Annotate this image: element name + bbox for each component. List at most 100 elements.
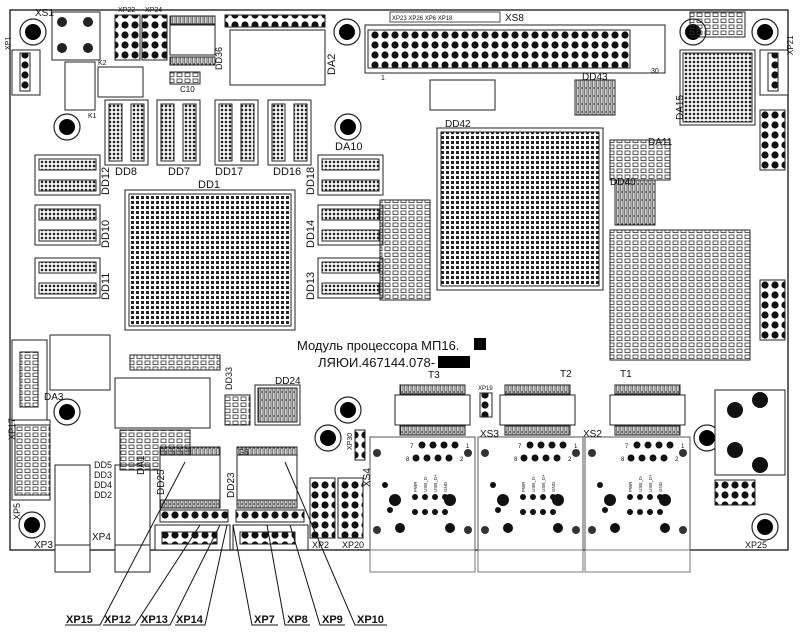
xp19-header xyxy=(479,392,493,418)
jack-pin-number: 2 xyxy=(568,457,572,463)
right-header-2 xyxy=(759,279,786,341)
jack-mount-pin xyxy=(444,494,456,506)
mounting-hole xyxy=(18,511,46,539)
da2-module xyxy=(229,29,326,86)
dd8-balls-right xyxy=(130,103,145,162)
jack-mount-pin xyxy=(503,523,513,533)
dd10-balls-bottom xyxy=(38,229,97,242)
t1-pins-bottom xyxy=(614,425,681,436)
xp4-stub xyxy=(114,544,151,573)
refdes-dd1: DD1 xyxy=(198,179,220,191)
leader-line xyxy=(232,524,278,626)
dd25-pins-bottom xyxy=(159,499,221,509)
dd8-balls-left xyxy=(108,103,123,162)
bottom-smd-row xyxy=(129,354,221,371)
dd11-balls-top xyxy=(38,261,97,274)
refdes-dd18: DD18 xyxy=(305,167,317,195)
dd12-balls-top xyxy=(38,158,97,171)
callout-label: XP8 xyxy=(287,614,308,626)
jack-pin-label: PWR xyxy=(628,481,633,492)
refdes-da1: DA1 xyxy=(136,455,147,475)
refdes-xs8: XS8 xyxy=(505,13,524,24)
jack-shield-pin xyxy=(373,449,381,457)
t1-pins-top xyxy=(614,384,681,395)
xp22-header xyxy=(114,14,141,61)
callout-label: XP13 xyxy=(141,614,168,626)
xp17-pads xyxy=(19,351,39,408)
mounting-hole-drill xyxy=(340,402,356,418)
callout-xp14: XP14 xyxy=(175,524,228,626)
refdes-k2: K2 xyxy=(98,60,107,67)
jack-stub xyxy=(584,549,691,573)
refdes-xp24: XP24 xyxy=(145,7,162,14)
refdes-dd17: DD17 xyxy=(215,166,243,178)
leader-line xyxy=(289,524,345,626)
dd18-balls-bottom xyxy=(321,179,380,192)
refdes-da15: DA15 xyxy=(675,95,686,120)
da3-module xyxy=(49,334,111,391)
jack-pin xyxy=(627,509,633,515)
jack-shield-pin xyxy=(679,449,687,457)
dd23-pins-top xyxy=(236,446,298,456)
refdes-dd3: DD3 xyxy=(94,470,112,480)
refdes-t3: T3 xyxy=(428,370,440,381)
refdes-dd42: DD42 xyxy=(445,119,471,130)
jack-pin-label: USB_D- xyxy=(423,475,428,492)
mounting-hole xyxy=(334,396,362,424)
refdes-dd25: DD25 xyxy=(156,469,167,495)
refdes-xp3: XP3 xyxy=(34,540,53,551)
callout-label: XP12 xyxy=(104,614,131,626)
jack-pin xyxy=(649,454,657,462)
mounting-hole xyxy=(333,18,361,46)
xp14-pins xyxy=(161,531,218,545)
jack-mount-pin xyxy=(389,494,401,506)
c10-caps xyxy=(169,71,201,85)
jack-pin xyxy=(520,509,526,515)
mounting-hole xyxy=(53,398,81,426)
dd33-chip xyxy=(224,394,251,426)
k1-relay xyxy=(64,61,96,111)
mounting-hole xyxy=(19,18,47,46)
jack-pin xyxy=(540,494,546,500)
jack-pin xyxy=(432,494,438,500)
refdes-dd8: DD8 xyxy=(115,166,137,178)
jack-pin xyxy=(637,494,643,500)
callout-xp8: XP8 xyxy=(266,524,310,626)
dd18-balls-top xyxy=(321,158,380,171)
callout-xp15: XP15 xyxy=(65,461,186,626)
jack-shield-pin xyxy=(679,526,687,534)
xs8-connector-pins xyxy=(367,29,631,69)
callout-label: XP14 xyxy=(176,614,204,626)
refdes-xp20: XP20 xyxy=(342,540,364,550)
refdes-xp4: XP4 xyxy=(92,532,111,543)
callout-xp13: XP13 xyxy=(140,524,221,626)
refdes-xp19: XP19 xyxy=(478,386,493,392)
dd36-pins-top xyxy=(169,15,216,25)
jack-pin-label: USB_D+ xyxy=(541,474,546,492)
leader-line xyxy=(266,524,310,626)
jack-pin xyxy=(423,454,431,462)
jack-pin-label: PWR xyxy=(521,481,526,492)
jack-pin xyxy=(660,454,668,462)
jack-mount-pin xyxy=(552,494,564,506)
callout-xp9: XP9 xyxy=(289,524,345,626)
jack-pin xyxy=(627,454,635,462)
jack-pin-label: USB_D- xyxy=(638,475,643,492)
xs1-pin xyxy=(57,17,67,27)
callout-label: XP15 xyxy=(66,614,93,626)
xp10-pins xyxy=(239,531,296,545)
xp25-connector xyxy=(714,389,786,476)
refdes-xp17: XP17 xyxy=(7,418,17,440)
refdes-xs2: XS2 xyxy=(583,429,602,440)
xp20-header xyxy=(337,477,364,539)
dd40-pins xyxy=(614,179,656,226)
jack-pin xyxy=(432,509,438,515)
dd1-bga-balls xyxy=(128,193,292,327)
refdes-dd10: DD10 xyxy=(100,220,112,248)
dd36-pins-bottom xyxy=(169,56,216,66)
jack-pin xyxy=(530,509,536,515)
jack-shield-pin xyxy=(588,526,596,534)
jack-pin-number: 8 xyxy=(514,457,518,463)
xp25-pin xyxy=(752,392,768,408)
